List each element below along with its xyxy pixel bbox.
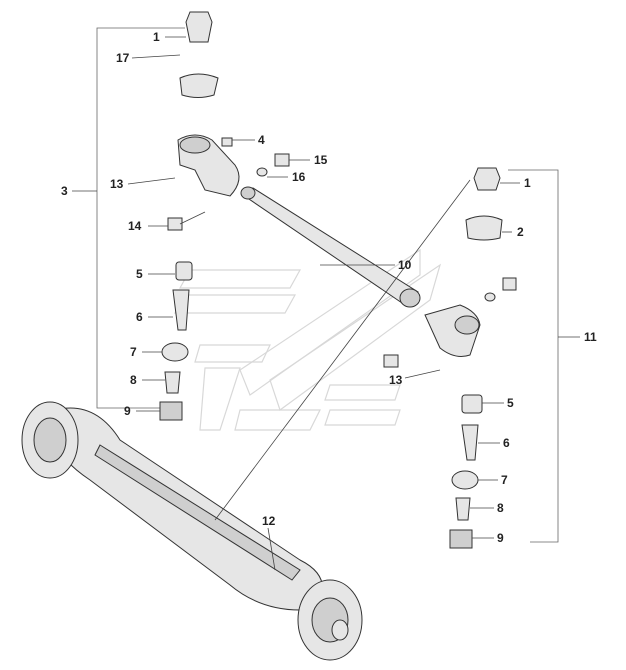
label-8-right: 8 (497, 501, 504, 515)
label-5-right: 5 (507, 396, 514, 410)
label-11: 11 (584, 330, 597, 344)
part-labels: 1 17 4 15 16 13 3 14 10 5 6 7 8 9 1 2 11… (61, 30, 597, 545)
bracket-3 (72, 27, 185, 409)
label-7-right: 7 (501, 473, 508, 487)
label-2: 2 (517, 225, 524, 239)
tie-rod-tube (240, 186, 421, 308)
label-6-right: 6 (503, 436, 510, 450)
label-4: 4 (258, 133, 265, 147)
bracket-11 (508, 169, 580, 543)
watermark-logo (173, 248, 442, 431)
label-17: 17 (116, 51, 130, 65)
label-1-right: 1 (524, 176, 531, 190)
label-9-left: 9 (124, 404, 131, 418)
label-15: 15 (314, 153, 328, 167)
left-ball-joint (159, 11, 290, 421)
right-ball-joint (383, 167, 517, 549)
label-8-left: 8 (130, 373, 137, 387)
label-13-right: 13 (389, 373, 403, 387)
label-12: 12 (262, 514, 276, 528)
label-16: 16 (292, 170, 306, 184)
label-1-left: 1 (153, 30, 160, 44)
label-5-left: 5 (136, 267, 143, 281)
label-14: 14 (128, 219, 142, 233)
leader-lines (127, 36, 520, 571)
label-3: 3 (61, 184, 68, 198)
label-7-left: 7 (130, 345, 137, 359)
axle-beam (21, 401, 363, 661)
label-6-left: 6 (136, 310, 143, 324)
label-9-right: 9 (497, 531, 504, 545)
label-10: 10 (398, 258, 412, 272)
label-13-left: 13 (110, 177, 124, 191)
